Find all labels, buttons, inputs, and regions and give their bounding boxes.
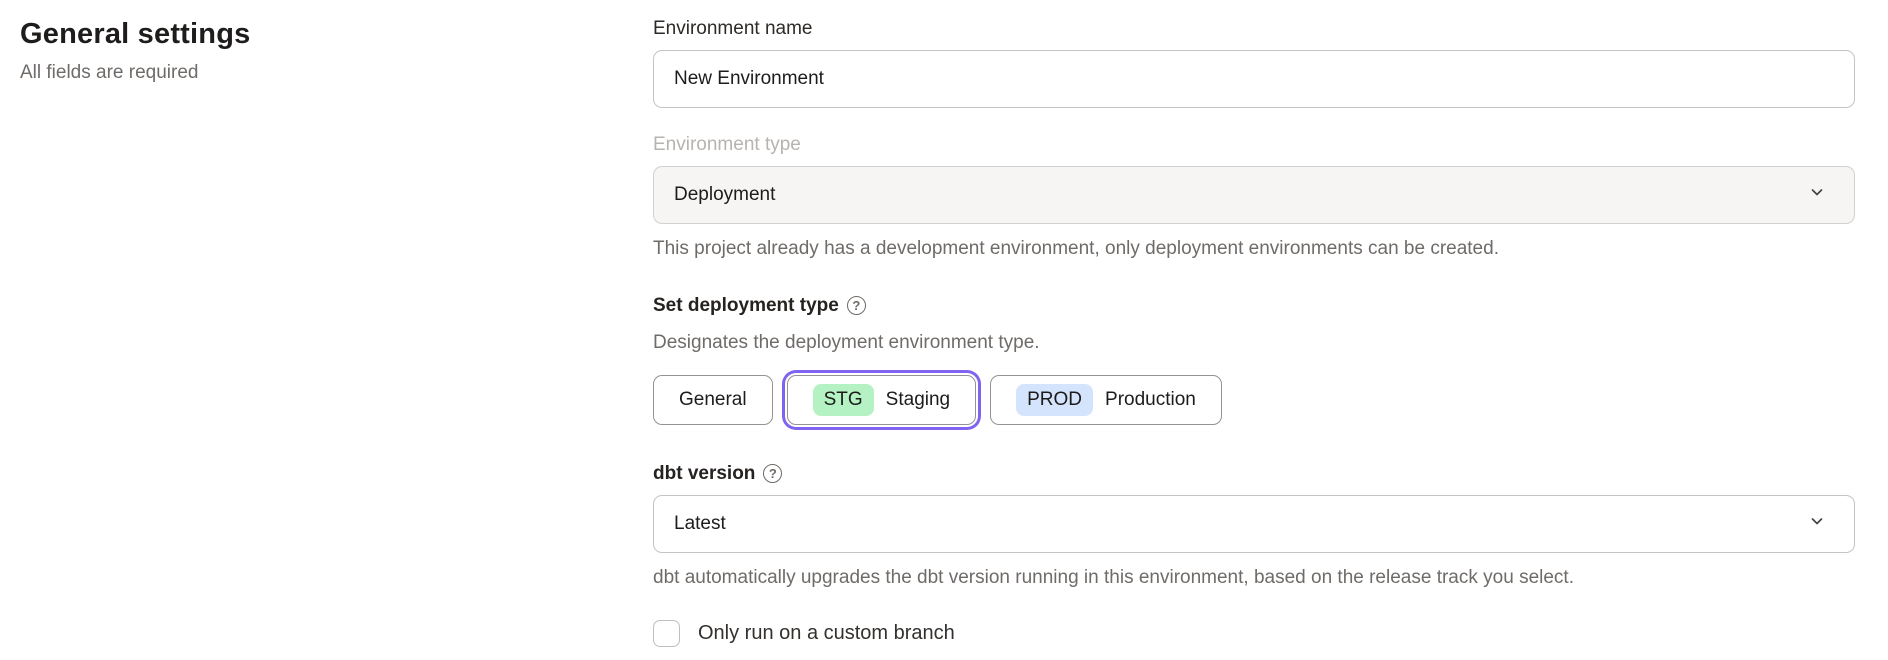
deployment-type-production-label: Production — [1105, 388, 1196, 410]
deployment-type-header: Set deployment type ? — [653, 295, 1855, 317]
dbt-version-select[interactable]: Latest — [653, 494, 1855, 553]
page-title: General settings — [20, 18, 251, 50]
deployment-type-production-button[interactable]: PROD Production — [990, 374, 1222, 425]
environment-name-label: Environment name — [653, 18, 813, 39]
chevron-down-icon — [1808, 183, 1826, 207]
dbt-version-value: Latest — [674, 512, 726, 534]
settings-intro: General settings All fields are required — [0, 0, 653, 660]
page-subtitle: All fields are required — [20, 62, 199, 84]
deployment-type-description: Designates the deployment environment ty… — [653, 331, 1040, 353]
custom-branch-row: Only run on a custom branch — [653, 620, 1855, 648]
deployment-type-label: Set deployment type — [653, 294, 839, 316]
environment-type-value: Deployment — [674, 184, 776, 205]
deployment-type-options: General STG Staging PROD Production — [653, 370, 1855, 430]
dbt-version-helper: dbt automatically upgrades the dbt versi… — [653, 566, 1574, 588]
production-badge: PROD — [1016, 383, 1094, 416]
environment-name-input[interactable] — [653, 50, 1855, 108]
environment-type-helper: This project already has a development e… — [653, 238, 1499, 259]
staging-badge: STG — [812, 383, 874, 416]
environment-type-label: Environment type — [653, 134, 801, 155]
custom-branch-checkbox[interactable] — [653, 620, 680, 648]
deployment-type-general-label: General — [679, 388, 747, 410]
help-icon[interactable]: ? — [763, 464, 783, 484]
dbt-version-label: dbt version — [653, 462, 756, 484]
deployment-type-general-button[interactable]: General — [653, 374, 773, 425]
deployment-type-staging-button[interactable]: STG Staging — [786, 374, 977, 425]
chevron-down-icon — [1808, 512, 1826, 536]
settings-form: Environment name Environment type Deploy… — [653, 0, 1888, 660]
custom-branch-label: Only run on a custom branch — [698, 622, 955, 645]
help-icon[interactable]: ? — [846, 296, 866, 316]
deployment-type-staging-label: Staging — [885, 388, 951, 410]
dbt-version-header: dbt version ? — [653, 463, 1855, 485]
environment-type-select: Deployment — [653, 166, 1855, 224]
